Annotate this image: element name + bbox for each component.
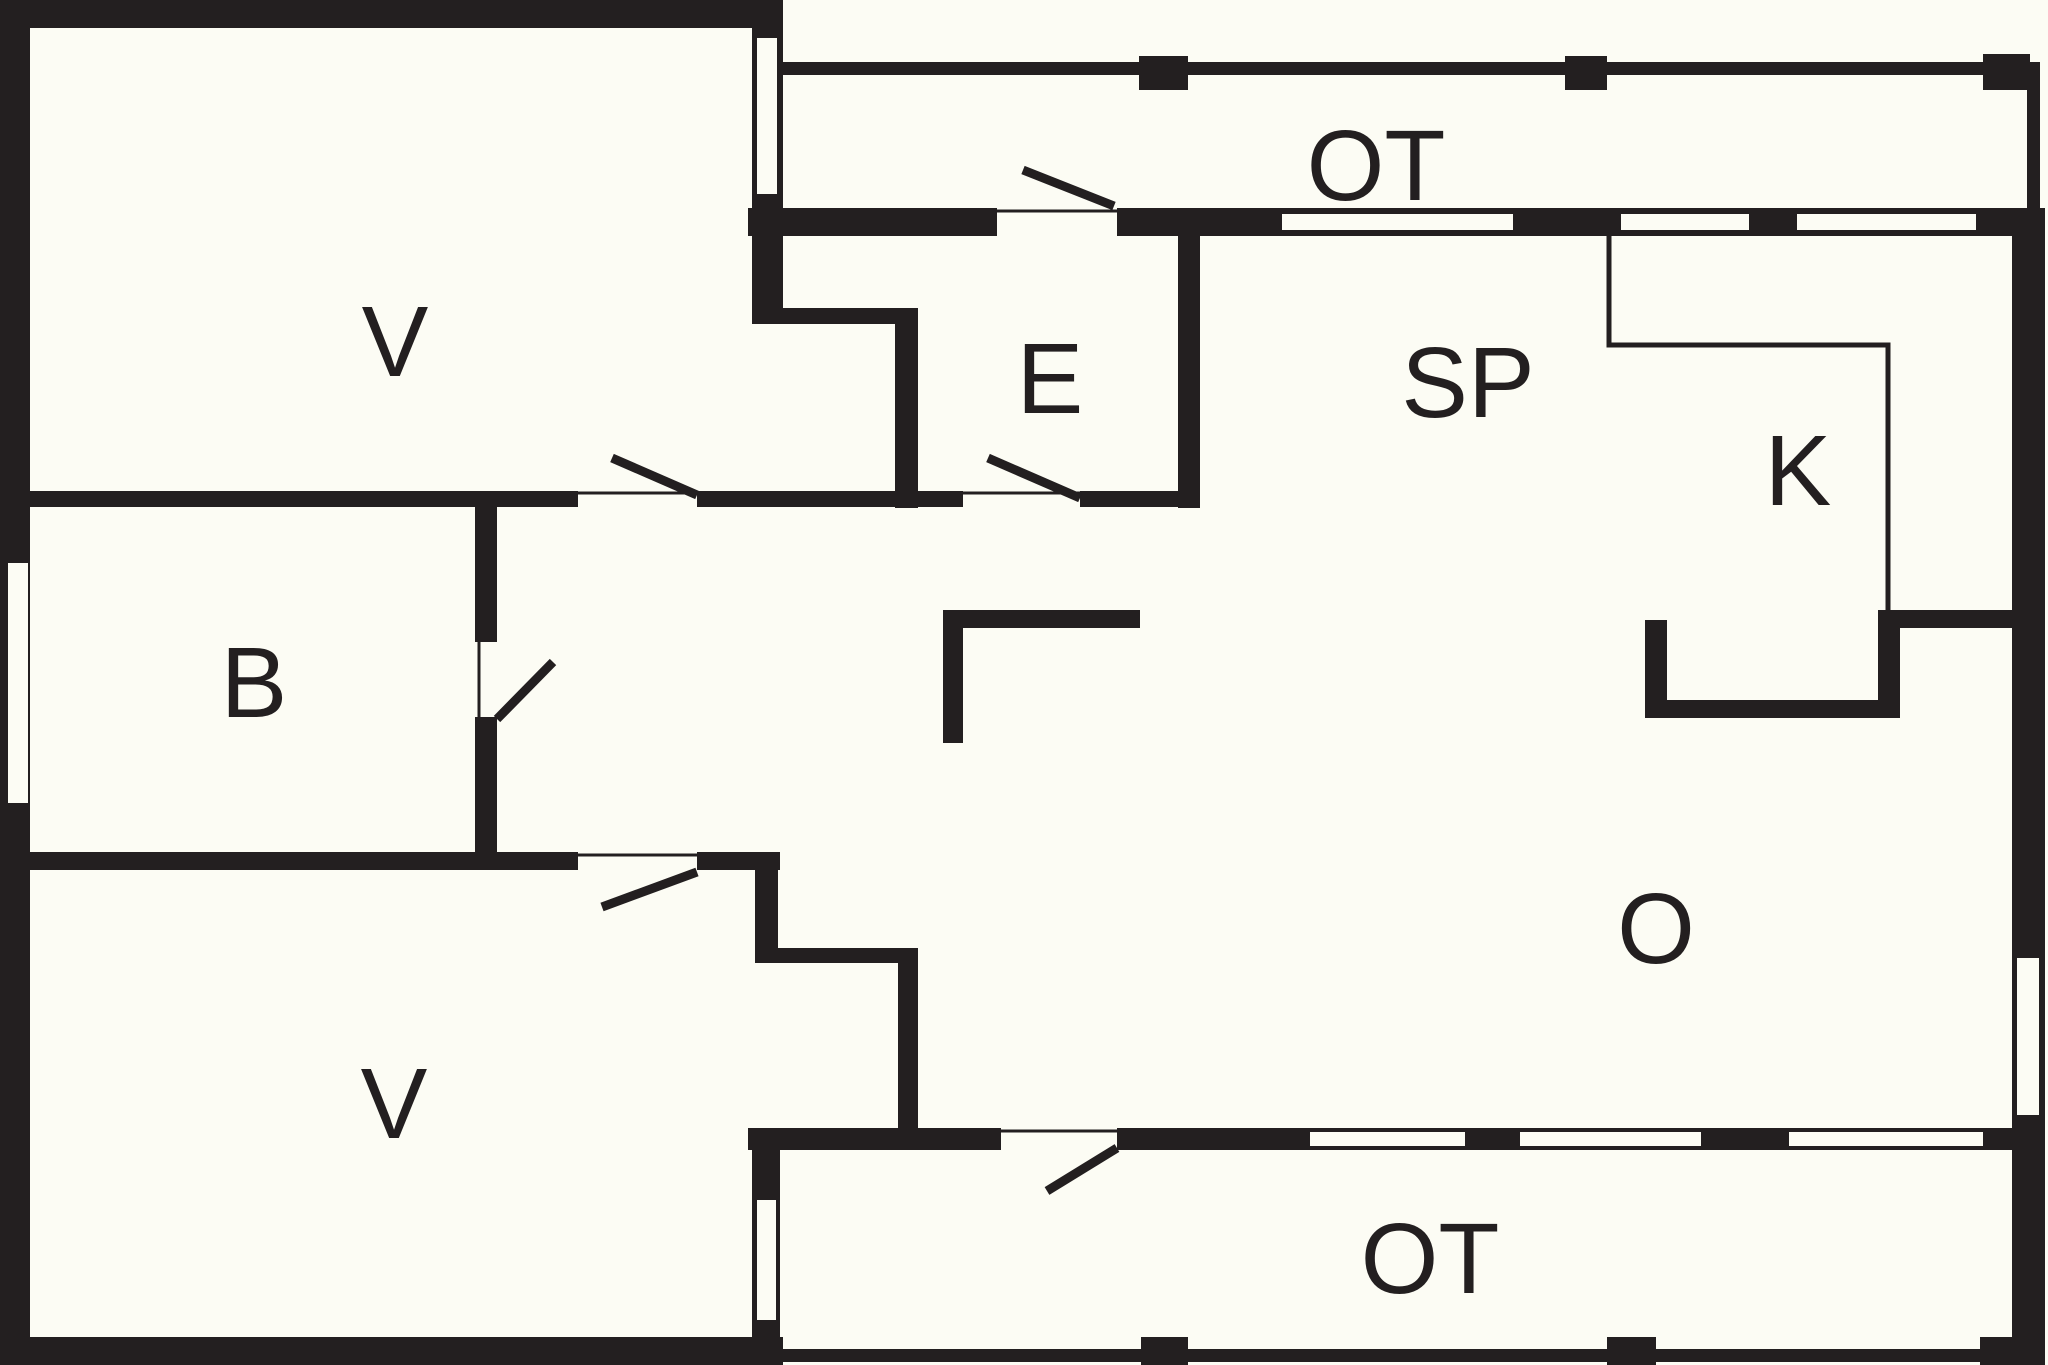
door-gap-terrace-top xyxy=(997,208,1117,236)
window-terrace-bottom-west xyxy=(757,1200,776,1320)
room-label-entry: E xyxy=(1017,323,1084,435)
windows xyxy=(8,38,2039,1320)
window-bathroom-west xyxy=(8,563,28,803)
door-swing-terrace-bottom xyxy=(1044,1144,1120,1195)
window-terrace-top-3 xyxy=(1797,214,1976,230)
room-label-dining: SP xyxy=(1401,327,1534,439)
wall-entry-right xyxy=(1178,208,1200,508)
door-gap-entry-hall xyxy=(963,491,1080,507)
wall-bottom-exterior xyxy=(0,1337,783,1365)
window-living-south-3 xyxy=(1789,1132,1983,1146)
door-swing-bathroom xyxy=(493,658,557,723)
interior-walls xyxy=(28,0,2045,1365)
door-swing-terrace-top xyxy=(1021,165,1116,211)
wall-kitchen-closet-bottom xyxy=(1645,700,1900,718)
post-terrace-top-corner xyxy=(1983,54,2030,90)
room-label-terrace-bottom: OT xyxy=(1361,1203,1500,1315)
door-swing-entry-hall xyxy=(986,453,1082,503)
window-terrace-top-1 xyxy=(1282,214,1513,230)
room-label-kitchen: K xyxy=(1765,415,1832,527)
wall-bedroom-bottom-right-b xyxy=(755,948,918,963)
post-terrace-bottom-2 xyxy=(1607,1337,1656,1365)
railing-terrace-bottom xyxy=(780,1349,2045,1362)
railing-terrace-top xyxy=(783,62,2030,75)
wall-bedroom-bottom-right-c xyxy=(898,963,918,1128)
kitchen-counter-outline xyxy=(1606,236,1891,612)
wall-stub-horizontal xyxy=(943,610,1140,628)
window-living-south-2 xyxy=(1520,1132,1701,1146)
wall-kitchen-closet-left xyxy=(1645,620,1667,718)
door-thresholds xyxy=(477,209,1117,1133)
wall-kitchen-south xyxy=(1878,610,2012,628)
wall-top-exterior xyxy=(0,0,783,28)
window-living-east xyxy=(2017,958,2039,1115)
room-label-bedroom-bottom: V xyxy=(361,1048,428,1160)
window-bedroom-top-east xyxy=(757,38,777,194)
wall-bedroom-bottom-right-a xyxy=(755,869,778,953)
post-terrace-bottom-corner xyxy=(1980,1337,2026,1365)
door-gap-bathroom xyxy=(477,642,497,717)
wall-bathroom-right-lower xyxy=(475,717,497,869)
room-label-living: O xyxy=(1617,873,1695,985)
door-swing-bedroom-bottom xyxy=(600,867,699,912)
post-terrace-top-1 xyxy=(1139,56,1188,90)
wall-stub-vertical xyxy=(943,610,963,743)
window-living-south-1 xyxy=(1310,1132,1465,1146)
post-terrace-bottom-1 xyxy=(1141,1337,1188,1365)
room-label-bathroom: B xyxy=(221,627,288,739)
door-swing-bedroom-top xyxy=(610,453,699,500)
door-swings xyxy=(493,165,1120,1195)
wall-right-exterior xyxy=(2012,208,2045,1365)
railing-terrace-top-east xyxy=(2027,62,2040,212)
room-label-bedroom-top: V xyxy=(362,286,429,398)
wall-bathroom-right-upper xyxy=(475,507,497,642)
window-terrace-top-2 xyxy=(1621,214,1749,230)
door-gap-bedroom-top xyxy=(578,491,697,507)
wall-entry-left xyxy=(895,308,918,508)
wall-entry-jog xyxy=(752,308,918,324)
room-labels: V OT E SP K B V O OT xyxy=(221,110,1832,1315)
wall-kitchen-closet-right xyxy=(1878,610,1900,718)
post-terrace-top-2 xyxy=(1565,56,1607,90)
room-label-terrace-top: OT xyxy=(1307,110,1446,222)
door-gap-terrace-bottom xyxy=(1001,1128,1117,1150)
